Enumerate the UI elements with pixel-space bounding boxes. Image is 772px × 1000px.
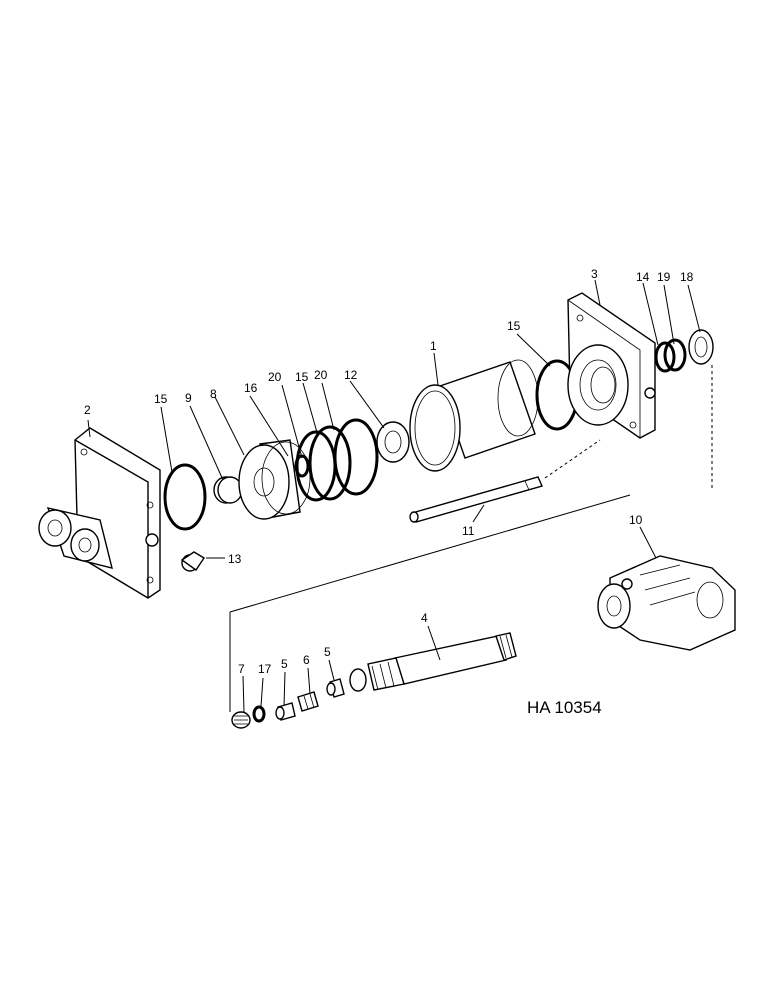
part-15-o-ring-mid <box>308 425 352 501</box>
part-15-o-ring-left <box>163 463 207 531</box>
callout-2: 2 <box>84 403 91 417</box>
part-4-piston-rod <box>349 632 517 692</box>
callout-20-right: 20 <box>314 368 328 382</box>
callout-16: 16 <box>244 381 258 395</box>
part-12-washer <box>376 421 410 463</box>
reference-code: HA 10354 <box>527 698 602 717</box>
callout-14: 14 <box>636 270 650 284</box>
part-18-wiper <box>688 329 714 365</box>
callout-17: 17 <box>258 662 272 676</box>
callout-13: 13 <box>228 552 242 566</box>
part-6-spring-seat <box>297 691 319 712</box>
part-7-plug <box>231 711 251 729</box>
part-11-tie-rod <box>409 476 543 523</box>
part-1-barrel <box>409 359 539 472</box>
part-5-poppet-a <box>326 678 345 698</box>
part-13-plug <box>180 551 205 572</box>
callout-12: 12 <box>344 368 358 382</box>
callout-8: 8 <box>210 387 217 401</box>
callout-18: 18 <box>680 270 694 284</box>
callout-15-right: 15 <box>507 319 521 333</box>
part-14-ring <box>654 341 676 373</box>
callout-11: 11 <box>462 524 475 538</box>
callout-1: 1 <box>430 339 437 353</box>
callout-4: 4 <box>421 611 428 625</box>
part-10-rod-clevis <box>597 555 736 651</box>
callout-9: 9 <box>185 391 192 405</box>
part-3-front-cap <box>567 292 656 439</box>
part-9-nut <box>213 476 243 504</box>
part-8-piston <box>238 439 311 520</box>
callout-15-mid: 15 <box>295 370 309 384</box>
callout-20-left: 20 <box>268 370 282 384</box>
callout-3: 3 <box>591 267 598 281</box>
part-17-o-ring <box>252 705 266 723</box>
callout-5-left: 5 <box>281 657 288 671</box>
part-5-poppet-b <box>275 702 296 721</box>
part-20-backup-ring-b <box>333 418 379 496</box>
callout-15-left: 15 <box>154 392 168 406</box>
leader-lines <box>87 279 713 713</box>
callout-7: 7 <box>238 662 245 676</box>
part-19-ring <box>663 338 687 372</box>
callout-5-right: 5 <box>324 645 331 659</box>
callout-10: 10 <box>629 513 643 527</box>
callout-6: 6 <box>303 653 310 667</box>
part-2-end-cap <box>38 427 161 599</box>
callout-labels: 1 2 3 4 5 5 6 7 8 9 10 11 12 13 14 15 15… <box>84 267 694 676</box>
callout-19: 19 <box>657 270 671 284</box>
